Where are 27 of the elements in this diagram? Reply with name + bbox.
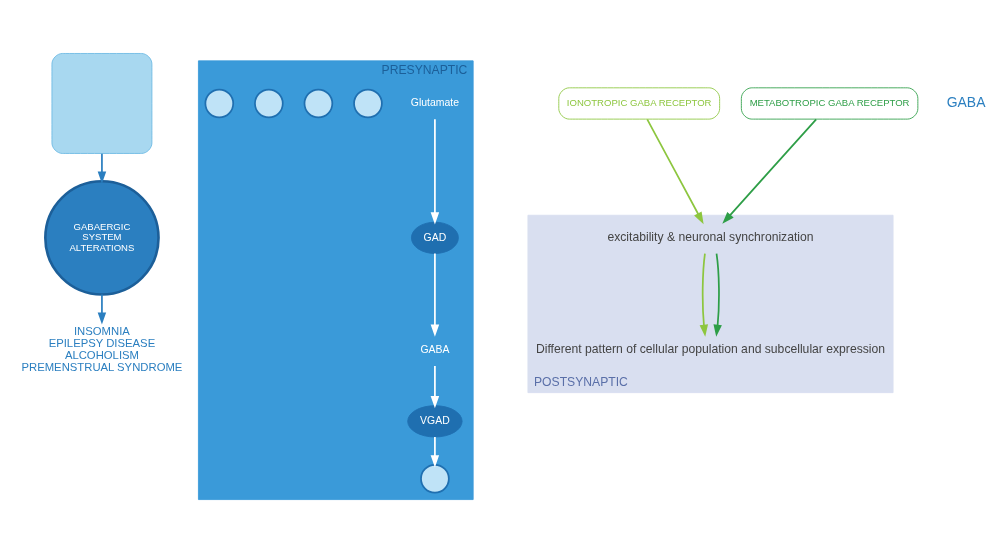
node-text: GABA: [420, 343, 450, 355]
node-circle: [420, 463, 450, 493]
node-ellipse: GAD: [411, 221, 459, 254]
arrow: [430, 364, 440, 408]
arrow: [430, 435, 440, 467]
node-box: [51, 52, 153, 154]
arrow: [430, 252, 440, 337]
arrow: [97, 293, 107, 325]
label: GABA: [946, 93, 986, 110]
arrow: [430, 117, 440, 224]
arrow: [713, 252, 722, 337]
arrow: [97, 152, 107, 184]
node-box: METABOTROPIC GABA RECEPTOR: [740, 86, 919, 120]
node-circle: [303, 88, 334, 118]
arrow: [722, 117, 818, 224]
node-text: INSOMNIA EPILEPSY DISEASE ALCOHOLISM PREMENSTRUAL SYNDROME: [21, 324, 183, 373]
arrow: [646, 117, 704, 224]
node-circle: [204, 88, 235, 118]
node-circle: [254, 88, 284, 118]
arrow: [699, 252, 709, 337]
node-box: IONOTROPIC GABA RECEPTOR: [558, 86, 721, 120]
node-text: excitability & neuronal synchronization: [607, 229, 814, 244]
node-circle: GABAERGIC SYSTEM ALTERATIONS: [44, 179, 160, 296]
node-circle: [353, 88, 383, 118]
node-text: Different pattern of cellular population and subcellular expression: [535, 341, 886, 356]
node-ellipse: VGAD: [407, 404, 463, 437]
node-text: Glutamate: [410, 96, 459, 108]
